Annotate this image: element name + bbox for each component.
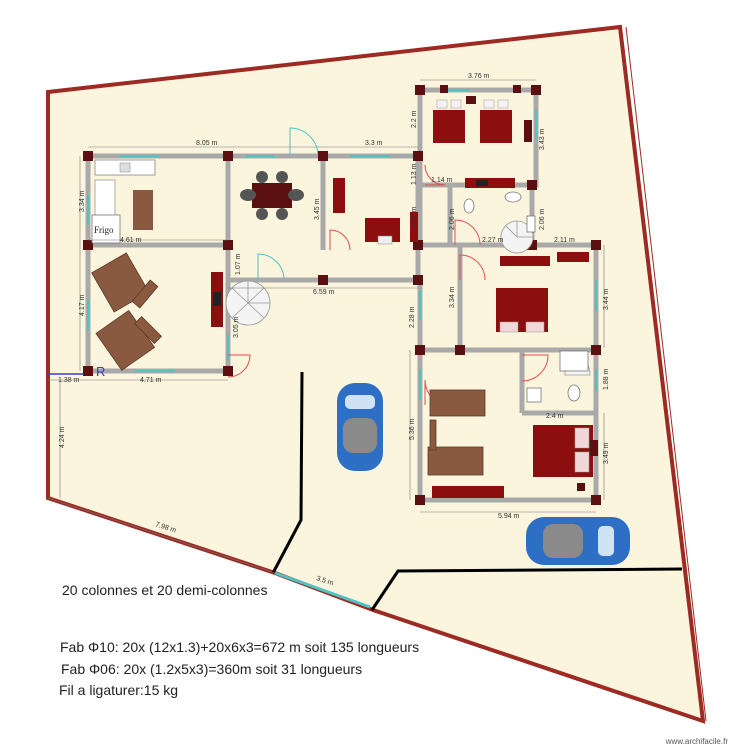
dim-4-24: 4.24 m — [59, 426, 66, 448]
dim-1-88: 1.88 m — [603, 368, 610, 390]
dim-2-06-b: 2.06 m — [539, 208, 546, 230]
dim-4-61: 4.61 m — [120, 237, 142, 244]
dim-1-38: 1.38 m — [58, 377, 80, 384]
dim-3-45: 3.45 m — [314, 198, 321, 220]
bedroom-top — [433, 96, 532, 188]
dim-2-27: 2.27 m — [482, 237, 504, 244]
car-horizontal — [526, 517, 630, 565]
note-fab-06: Fab Φ06: 20x (1.2x5x3)=360m soit 31 long… — [61, 661, 363, 677]
doors-glazed — [257, 127, 319, 281]
dim-3-05: 3.05 m — [233, 316, 240, 338]
car-vertical — [337, 383, 383, 471]
columns — [83, 85, 601, 505]
dining-table — [240, 171, 304, 220]
dim-3-76: 3.76 m — [468, 73, 490, 80]
dim-1-07: 1.07 m — [235, 253, 242, 275]
dim-5-36: 5.36 m — [409, 418, 416, 440]
dim-6-59: 6.59 m — [313, 289, 335, 296]
frigo-label: Frigo — [94, 225, 114, 235]
dim-2-2: 2.2 m — [411, 110, 418, 128]
windows — [87, 89, 597, 400]
dim-2-06-a: 2.06 m — [449, 208, 456, 230]
entry-marker: R — [96, 364, 105, 379]
note-columns: 20 colonnes et 20 demi-colonnes — [62, 582, 268, 598]
site-wall-right — [370, 567, 683, 611]
dim-4-17: 4.17 m — [79, 294, 86, 316]
dim-1-13: 1.13 m — [411, 163, 418, 185]
bedroom-middle — [496, 252, 589, 403]
bathroom-top — [463, 191, 536, 233]
dim-3-44: 3.44 m — [603, 288, 610, 310]
office — [333, 178, 418, 245]
watermark[interactable]: www.archifacile.fr — [665, 737, 728, 746]
dim-3-34-left: 3.34 m — [79, 190, 86, 212]
dim-1-14: 1.14 m — [431, 177, 453, 184]
dim-5-94: 5.94 m — [498, 513, 520, 520]
dim-3-3: 3.3 m — [365, 140, 383, 147]
dim-2-21: 2.21 m — [411, 206, 418, 228]
boundary-inner-line — [625, 26, 707, 722]
site-wall-left — [271, 371, 304, 574]
kitchen — [91, 159, 156, 244]
dimension-lines — [47, 79, 605, 574]
dim-3-49: 3.49 m — [603, 442, 610, 464]
bottom-living — [427, 389, 486, 476]
dim-2-4: 2.4 m — [546, 413, 564, 420]
dim-3-34-right: 3.34 m — [449, 286, 456, 308]
dim-3-43: 3.43 m — [539, 128, 546, 150]
dim-8-05: 8.05 m — [196, 140, 218, 147]
living-room — [91, 252, 163, 371]
note-tie-wire: Fil a ligaturer:15 kg — [59, 682, 179, 698]
dim-2-28: 2.28 m — [409, 306, 416, 328]
dim-4-71: 4.71 m — [140, 377, 162, 384]
note-fab-10: Fab Φ10: 20x (12x1.3)+20x6x3=672 m soit … — [60, 639, 420, 655]
dim-2-11: 2.11 m — [554, 237, 575, 244]
gate-window — [274, 571, 371, 609]
sideboard — [432, 486, 504, 498]
